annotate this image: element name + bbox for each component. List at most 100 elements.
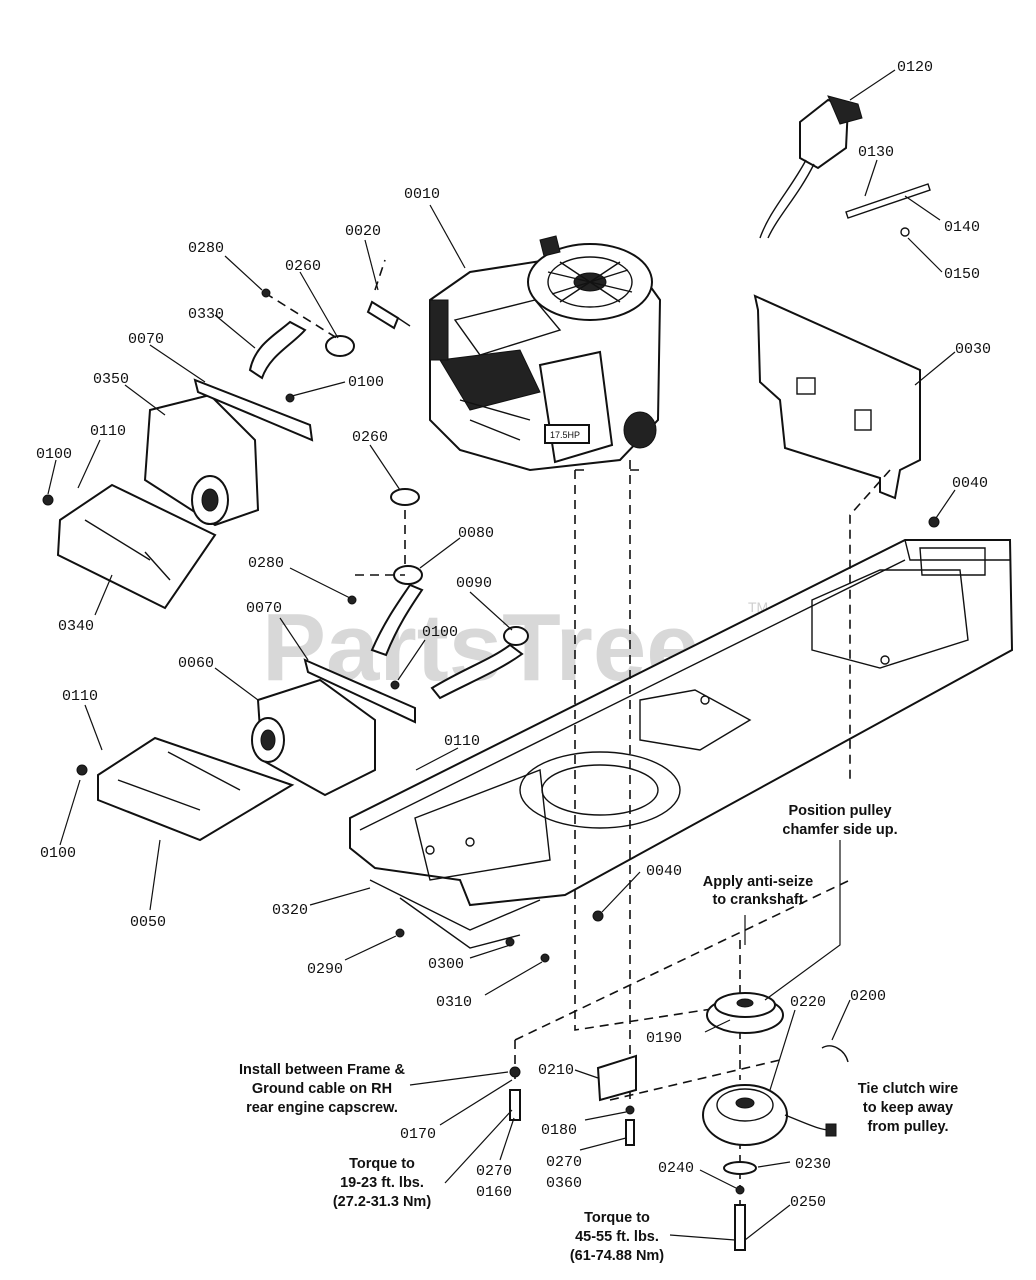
nut-0300	[505, 937, 515, 947]
label-0160: 0160	[476, 1184, 512, 1201]
note-antiseize-line2: to crankshaft	[712, 892, 803, 908]
washer-0170	[509, 1066, 521, 1078]
label-0070-lower: 0070	[246, 600, 282, 617]
bolt-0310	[540, 953, 550, 963]
note-ground-line3: rear engine capscrew.	[246, 1100, 398, 1116]
muffler-bracket-upper	[193, 378, 314, 442]
note-ground-line1: Install between Frame &	[239, 1062, 406, 1078]
label-0340: 0340	[58, 618, 94, 635]
label-0040-front: 0040	[646, 863, 682, 880]
note-torque2-line1: Torque to	[584, 1210, 650, 1226]
bolt-0280-upper	[261, 288, 271, 298]
label-0240: 0240	[658, 1160, 694, 1177]
note-pulley-line2: chamfer side up.	[782, 822, 897, 838]
frame-chassis	[349, 539, 1014, 949]
label-0190: 0190	[646, 1030, 682, 1047]
label-0110-upper: 0110	[90, 423, 126, 440]
wire-tie-0200	[821, 1045, 849, 1063]
note-pulley-line1: Position pulley	[788, 803, 891, 819]
muffler-bracket-lower	[303, 658, 416, 724]
label-0200: 0200	[850, 988, 886, 1005]
note-ground-line2: Ground cable on RH	[252, 1081, 392, 1097]
label-0020: 0020	[345, 223, 381, 240]
label-0060: 0060	[178, 655, 214, 672]
label-0300: 0300	[428, 956, 464, 973]
label-0150: 0150	[944, 266, 980, 283]
label-0280-upper: 0280	[188, 240, 224, 257]
label-0100-mid: 0100	[422, 624, 458, 641]
label-0100-left: 0100	[36, 446, 72, 463]
assembly-notes: Position pulley chamfer side up. Apply a…	[239, 803, 958, 1264]
bolt-0100-mid	[390, 680, 400, 690]
label-0170: 0170	[400, 1126, 436, 1143]
label-0230: 0230	[795, 1156, 831, 1173]
note-torque2-line3: (61-74.88 Nm)	[570, 1248, 664, 1264]
label-0100-upper: 0100	[348, 374, 384, 391]
label-0270-left: 0270	[476, 1163, 512, 1180]
label-0070-upper: 0070	[128, 331, 164, 348]
pulley-0190	[706, 992, 784, 1034]
label-0180: 0180	[541, 1122, 577, 1139]
label-0130: 0130	[858, 144, 894, 161]
pivot-pin	[845, 183, 931, 219]
label-0140: 0140	[944, 219, 980, 236]
label-0110-mid: 0110	[444, 733, 480, 750]
bracket-0210	[596, 1054, 637, 1102]
muffler-guard-lower	[97, 736, 295, 842]
note-clutch-line3: from pulley.	[867, 1119, 948, 1135]
part-labels: 0010 0020 0280 0260 0330 0070 0100 0350 …	[36, 59, 991, 1211]
bolt-0270-right	[625, 1119, 635, 1146]
washer-0180	[625, 1105, 635, 1115]
bolt-0270-left	[509, 1089, 521, 1121]
label-0110-left: 0110	[62, 688, 98, 705]
heat-shield	[753, 294, 921, 500]
bolt-0290	[395, 928, 405, 938]
note-torque1-line2: 19-23 ft. lbs.	[340, 1175, 424, 1191]
label-0210: 0210	[538, 1062, 574, 1079]
label-0260-upper: 0260	[285, 258, 321, 275]
label-0050: 0050	[130, 914, 166, 931]
engine-decal: 17.5HP	[550, 430, 580, 440]
bolt-0040-rear	[928, 516, 940, 528]
label-0330: 0330	[188, 306, 224, 323]
exhaust-pipe-0090	[430, 643, 524, 700]
label-0220: 0220	[790, 994, 826, 1011]
note-antiseize-line1: Apply anti-seize	[703, 874, 813, 890]
label-0250: 0250	[790, 1194, 826, 1211]
label-0360: 0360	[546, 1175, 582, 1192]
label-0120: 0120	[897, 59, 933, 76]
note-torque1-line1: Torque to	[349, 1156, 415, 1172]
label-0350: 0350	[93, 371, 129, 388]
spark-plug	[366, 300, 411, 330]
label-0080: 0080	[458, 525, 494, 542]
leader-lines	[47, 69, 956, 1241]
label-0290: 0290	[307, 961, 343, 978]
gasket-0260-lower	[390, 488, 420, 506]
upper-muffler	[143, 393, 260, 527]
gasket-0090	[503, 626, 529, 646]
note-clutch-line2: to keep away	[863, 1100, 953, 1116]
label-0260-lower: 0260	[352, 429, 388, 446]
note-torque1-line3: (27.2-31.3 Nm)	[333, 1194, 431, 1210]
bolt-0040-front	[592, 910, 604, 922]
washer-0230	[723, 1161, 757, 1175]
screw-0100-lower	[76, 764, 88, 776]
label-0320: 0320	[272, 902, 308, 919]
label-0310: 0310	[436, 994, 472, 1011]
label-0040-rear: 0040	[952, 475, 988, 492]
throttle-control	[759, 95, 863, 239]
muffler-guard-upper	[56, 483, 217, 610]
bolt-0250	[734, 1204, 746, 1251]
washer-0240	[735, 1185, 745, 1195]
gasket-upper	[325, 335, 355, 357]
note-torque2-line2: 45-55 ft. lbs.	[575, 1229, 659, 1245]
note-clutch-line1: Tie clutch wire	[858, 1081, 958, 1097]
label-0010: 0010	[404, 186, 440, 203]
label-0030: 0030	[955, 341, 991, 358]
label-0090: 0090	[456, 575, 492, 592]
label-0100-lower: 0100	[40, 845, 76, 862]
engine: 17.5HP	[429, 235, 662, 472]
label-0270-right: 0270	[546, 1154, 582, 1171]
exhaust-pipe-upper	[248, 320, 307, 380]
